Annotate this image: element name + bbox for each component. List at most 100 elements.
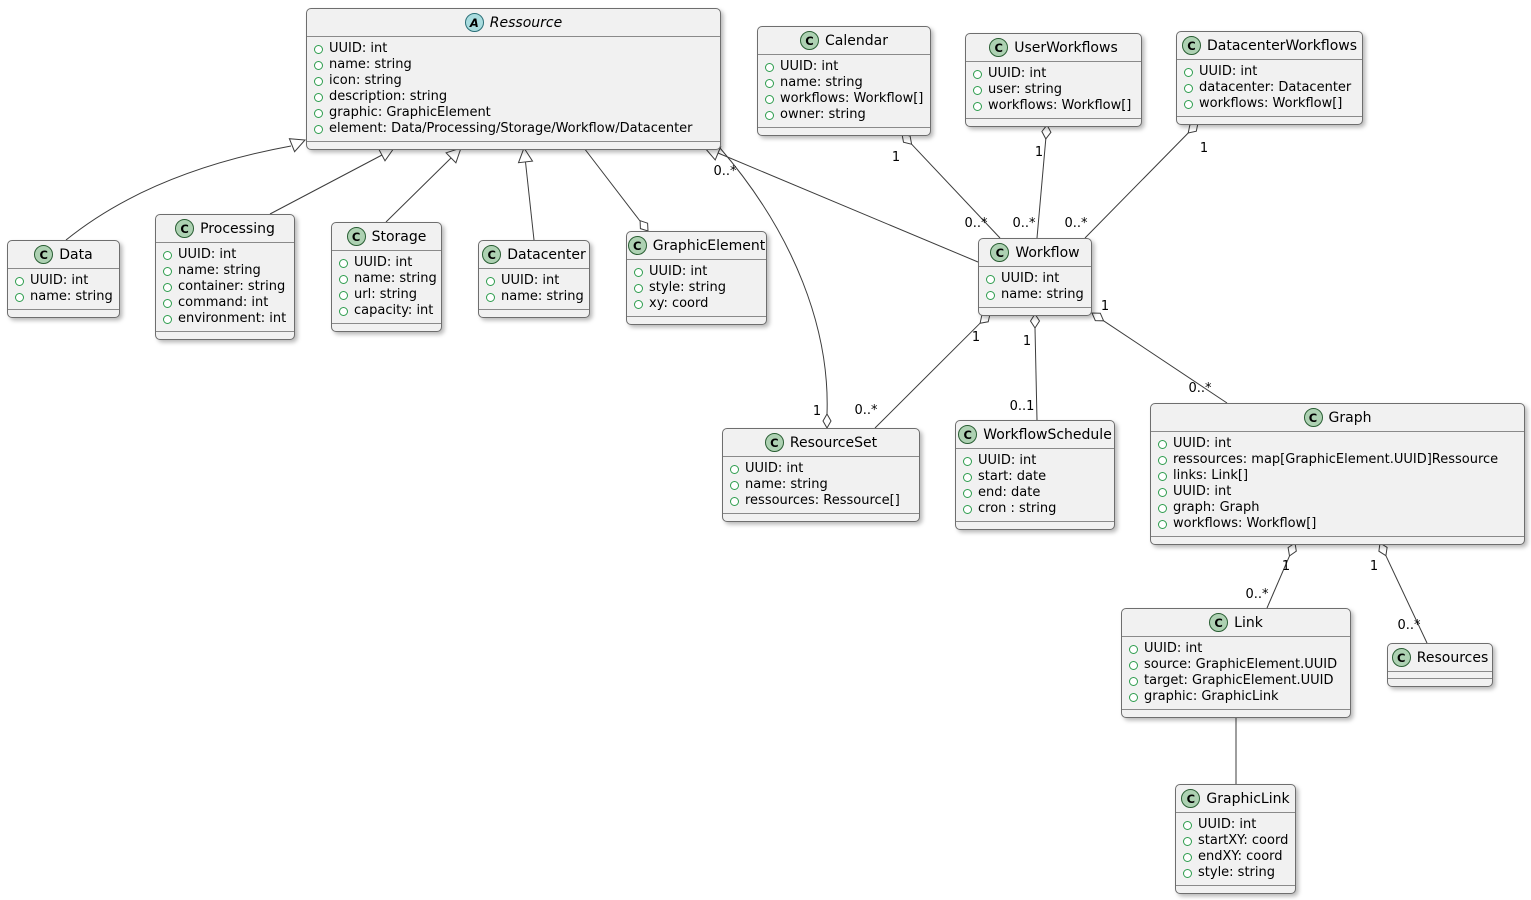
class-name: Resources <box>1416 649 1489 666</box>
aggregation-diamond-icon <box>639 219 649 232</box>
attribute: name: string <box>314 57 713 73</box>
attribute-text: UUID: int <box>501 273 560 288</box>
visibility-bullet-icon <box>314 124 323 134</box>
attribute-text: workflows: Workflow[] <box>780 91 924 106</box>
attribute-text: UUID: int <box>1144 641 1203 656</box>
class-icon: C <box>989 38 1009 57</box>
attribute-text: style: string <box>649 280 727 295</box>
attribute-text: UUID: int <box>1198 817 1257 832</box>
multiplicity-label: 1 <box>813 404 821 419</box>
methods-compartment <box>1176 885 1295 893</box>
class-name: DatacenterWorkflows <box>1206 37 1358 54</box>
attribute-text: url: string <box>354 287 418 302</box>
class-name: ResourceSet <box>789 434 878 451</box>
attribute-text: workflows: Workflow[] <box>988 98 1132 113</box>
attribute: command: int <box>163 295 287 311</box>
attribute: UUID: int <box>1184 64 1355 80</box>
aggregation-diamond-icon <box>1287 542 1297 557</box>
attribute: user: string <box>973 82 1134 98</box>
attribute-text: UUID: int <box>978 453 1037 468</box>
edge-ressource-graphicelement <box>583 147 641 222</box>
methods-compartment <box>8 309 119 317</box>
attribute: name: string <box>15 289 113 305</box>
attribute: graphic: GraphicElement <box>314 105 713 121</box>
attribute: startXY: coord <box>1183 833 1288 849</box>
edge-graph-resources <box>1385 555 1428 644</box>
class-icon: C <box>175 219 195 238</box>
class-icon: C <box>482 245 502 264</box>
attribute: UUID: int <box>486 273 582 289</box>
methods-compartment <box>1177 116 1362 124</box>
attribute: source: GraphicElement.UUID <box>1129 657 1343 673</box>
methods-compartment <box>1388 678 1492 686</box>
attribute-text: datacenter: Datacenter <box>1199 80 1352 95</box>
attribute: target: GraphicElement.UUID <box>1129 673 1343 689</box>
attribute-text: UUID: int <box>354 255 413 270</box>
attribute: UUID: int <box>1183 817 1288 833</box>
methods-compartment <box>627 316 766 324</box>
edge-graph-link <box>1266 555 1290 609</box>
attribute: workflows: Workflow[] <box>973 98 1134 114</box>
class-name: GraphicElement <box>652 237 766 254</box>
attribute-text: graphic: GraphicElement <box>329 105 491 120</box>
class-name: Datacenter <box>507 246 586 263</box>
visibility-bullet-icon <box>1129 676 1138 686</box>
attribute-text: graphic: GraphicLink <box>1144 689 1279 704</box>
attribute-text: UUID: int <box>1001 271 1060 286</box>
visibility-bullet-icon <box>973 85 982 95</box>
multiplicity-label: 1 <box>1370 559 1378 574</box>
edge-workflow-workflowschedule <box>1034 327 1038 421</box>
multiplicity-label: 1 <box>892 150 900 165</box>
methods-compartment <box>966 118 1141 126</box>
attribute-text: workflows: Workflow[] <box>1173 516 1317 531</box>
visibility-bullet-icon <box>1158 519 1167 529</box>
visibility-bullet-icon <box>486 276 495 286</box>
attribute: name: string <box>765 75 923 91</box>
visibility-bullet-icon <box>1183 852 1192 862</box>
visibility-bullet-icon <box>730 480 739 490</box>
class-name: UserWorkflows <box>1014 39 1118 56</box>
attribute: start: date <box>963 469 1107 485</box>
visibility-bullet-icon <box>963 504 972 514</box>
visibility-bullet-icon <box>314 76 323 86</box>
attribute: end: date <box>963 485 1107 501</box>
attribute-text: UUID: int <box>1173 484 1232 499</box>
multiplicity-label: 0..* <box>713 164 737 179</box>
attribute-text: UUID: int <box>780 59 839 74</box>
generalization-arrow-icon <box>288 138 307 153</box>
attribute: workflows: Workflow[] <box>765 91 923 107</box>
attribute: datacenter: Datacenter <box>1184 80 1355 96</box>
visibility-bullet-icon <box>986 290 995 300</box>
visibility-bullet-icon <box>1158 487 1167 497</box>
visibility-bullet-icon <box>1184 99 1193 109</box>
attribute: UUID: int <box>765 59 923 75</box>
attribute: UUID: int <box>963 453 1107 469</box>
attribute-text: UUID: int <box>649 264 708 279</box>
visibility-bullet-icon <box>314 44 323 54</box>
attribute-text: name: string <box>30 289 113 304</box>
visibility-bullet-icon <box>163 266 172 276</box>
attribute-text: style: string <box>1198 865 1276 880</box>
class-name: Graph <box>1328 409 1372 426</box>
attribute: name: string <box>730 477 912 493</box>
